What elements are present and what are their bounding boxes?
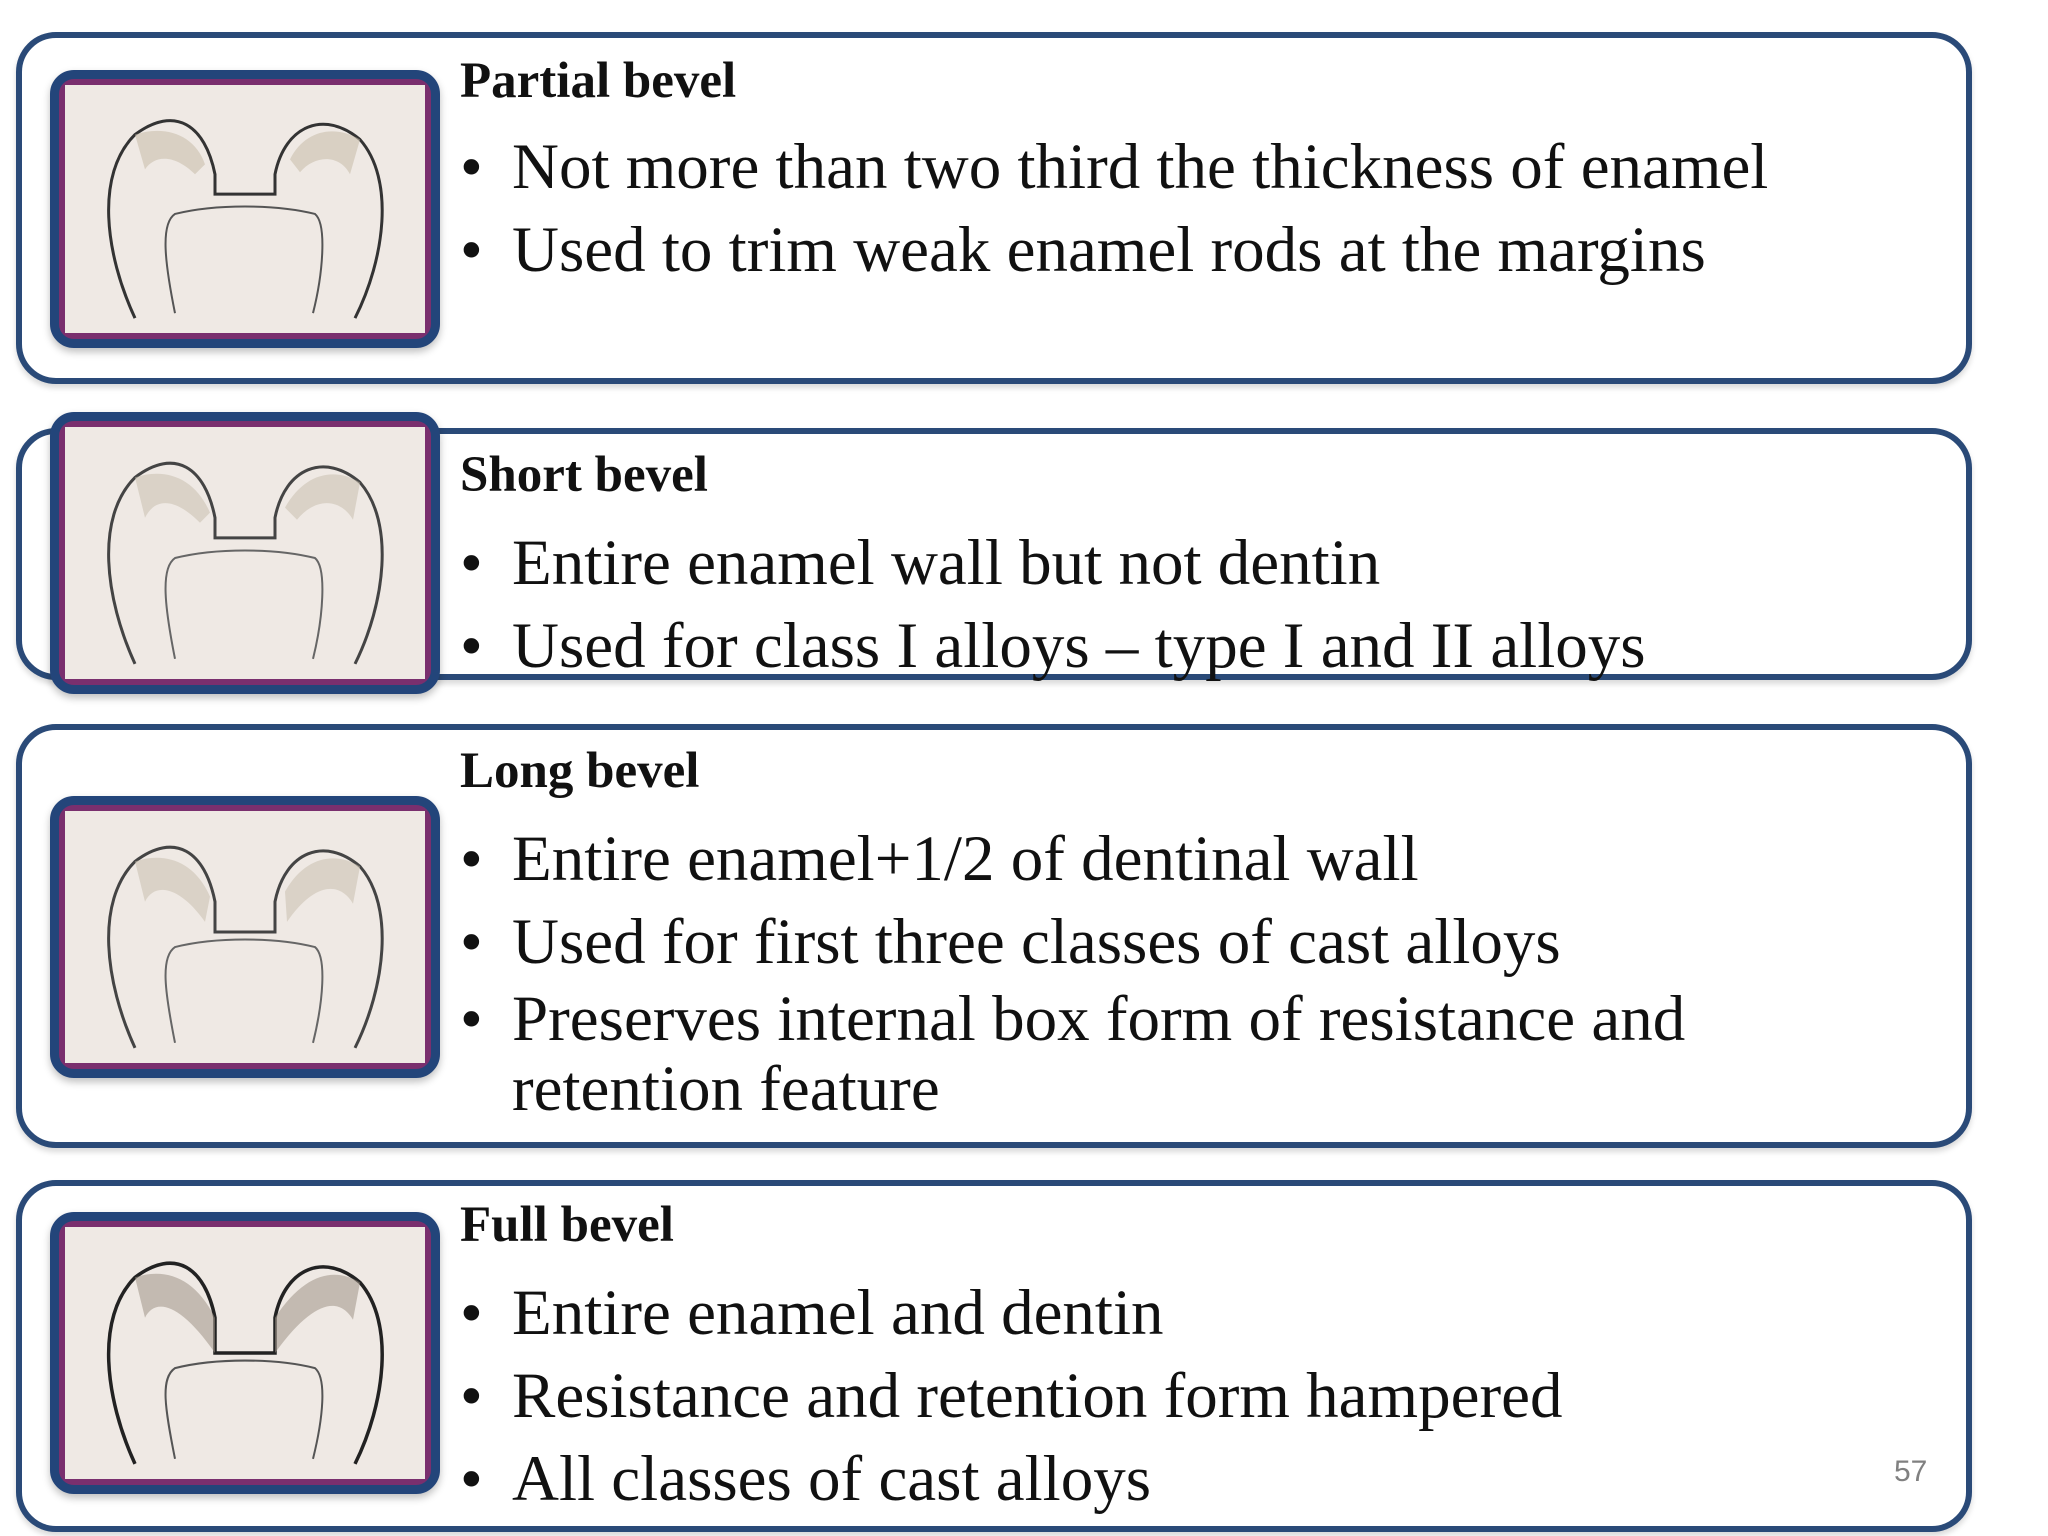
bullet-list: Entire enamel wall but not dentin Used f…	[460, 522, 1646, 688]
section-heading: Short bevel	[460, 447, 708, 503]
list-item: Used to trim weak enamel rods at the mar…	[460, 209, 1768, 292]
list-item: All classes of cast alloys	[460, 1438, 1562, 1521]
list-item: Entire enamel+1/2 of dentinal wall	[460, 818, 1812, 901]
section-heading: Partial bevel	[460, 53, 737, 109]
partial-bevel-image	[50, 70, 440, 348]
full-bevel-image	[50, 1212, 440, 1494]
section-heading: Full bevel	[460, 1197, 674, 1253]
bullet-list: Not more than two third the thickness of…	[460, 126, 1768, 292]
page-number: 57	[1894, 1455, 1928, 1488]
bullet-list: Entire enamel and dentin Resistance and …	[460, 1272, 1562, 1521]
list-item: Used for first three classes of cast all…	[460, 901, 1812, 984]
list-item: Entire enamel wall but not dentin	[460, 522, 1646, 605]
list-item: Entire enamel and dentin	[460, 1272, 1562, 1355]
short-bevel-image	[50, 412, 440, 694]
list-item: Used for class I alloys – type I and II …	[460, 605, 1646, 688]
tooth-cavity-diagram-icon	[107, 461, 384, 665]
bullet-list: Entire enamel+1/2 of dentinal wall Used …	[460, 818, 1812, 1124]
tooth-cavity-diagram-icon	[107, 845, 384, 1049]
section-heading: Long bevel	[460, 743, 700, 799]
list-item: Not more than two third the thickness of…	[460, 126, 1768, 209]
list-item: Preserves internal box form of resistanc…	[460, 984, 1812, 1124]
tooth-cavity-diagram-icon	[106, 1261, 384, 1465]
list-item: Resistance and retention form hampered	[460, 1355, 1562, 1438]
long-bevel-image	[50, 796, 440, 1078]
tooth-cavity-diagram-icon	[107, 119, 384, 319]
